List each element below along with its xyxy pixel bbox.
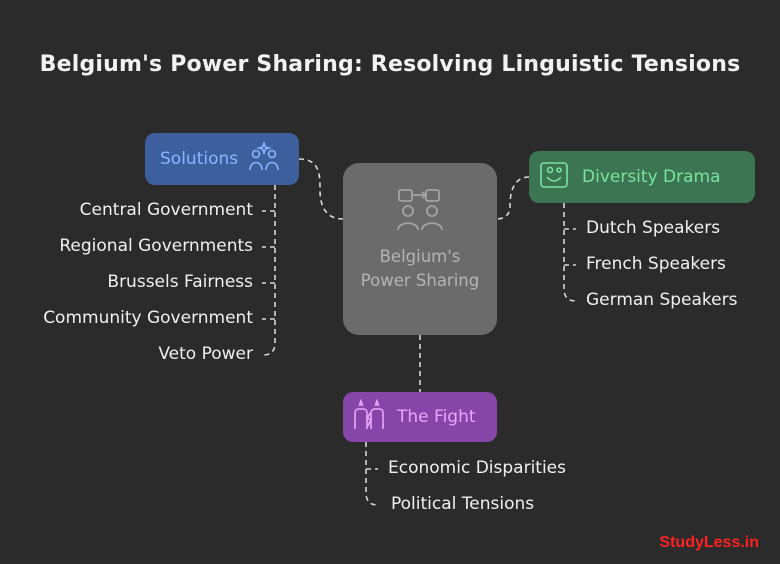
solutions-item-regional-governments: Regional Governments bbox=[59, 236, 253, 256]
solutions-label: Solutions bbox=[160, 149, 239, 169]
fight-label: The Fight bbox=[397, 407, 476, 427]
diversity-item-dutch-speakers: Dutch Speakers bbox=[586, 218, 721, 238]
fight-item-economic-disparities: Economic Disparities bbox=[388, 458, 566, 478]
solutions-item-veto-power: Veto Power bbox=[158, 344, 253, 364]
people-sparkle-icon bbox=[248, 140, 280, 176]
solutions-node: Solutions bbox=[145, 133, 299, 185]
people-exchange-icon bbox=[395, 187, 445, 237]
fight-node: The Fight bbox=[343, 392, 497, 442]
center-label: Belgium's Power Sharing bbox=[360, 247, 480, 290]
solutions-item-central-government: Central Government bbox=[79, 200, 253, 220]
watermark: StudyLess.in bbox=[659, 534, 759, 551]
diversity-item-german-speakers: German Speakers bbox=[586, 290, 738, 310]
center-node: Belgium's Power Sharing bbox=[343, 163, 497, 335]
fight-item-political-tensions: Political Tensions bbox=[391, 494, 535, 514]
solutions-item-brussels-fairness: Brussels Fairness bbox=[107, 272, 253, 292]
diagram-title: Belgium's Power Sharing: Resolving Lingu… bbox=[39, 52, 741, 77]
people-conflict-icon bbox=[353, 398, 385, 435]
solutions-item-community-government: Community Government bbox=[43, 308, 253, 328]
diversity-item-french-speakers: French Speakers bbox=[586, 254, 726, 274]
diversity-node: Diversity Drama bbox=[529, 151, 755, 203]
theater-masks-icon bbox=[538, 159, 570, 195]
diversity-label: Diversity Drama bbox=[582, 167, 721, 187]
